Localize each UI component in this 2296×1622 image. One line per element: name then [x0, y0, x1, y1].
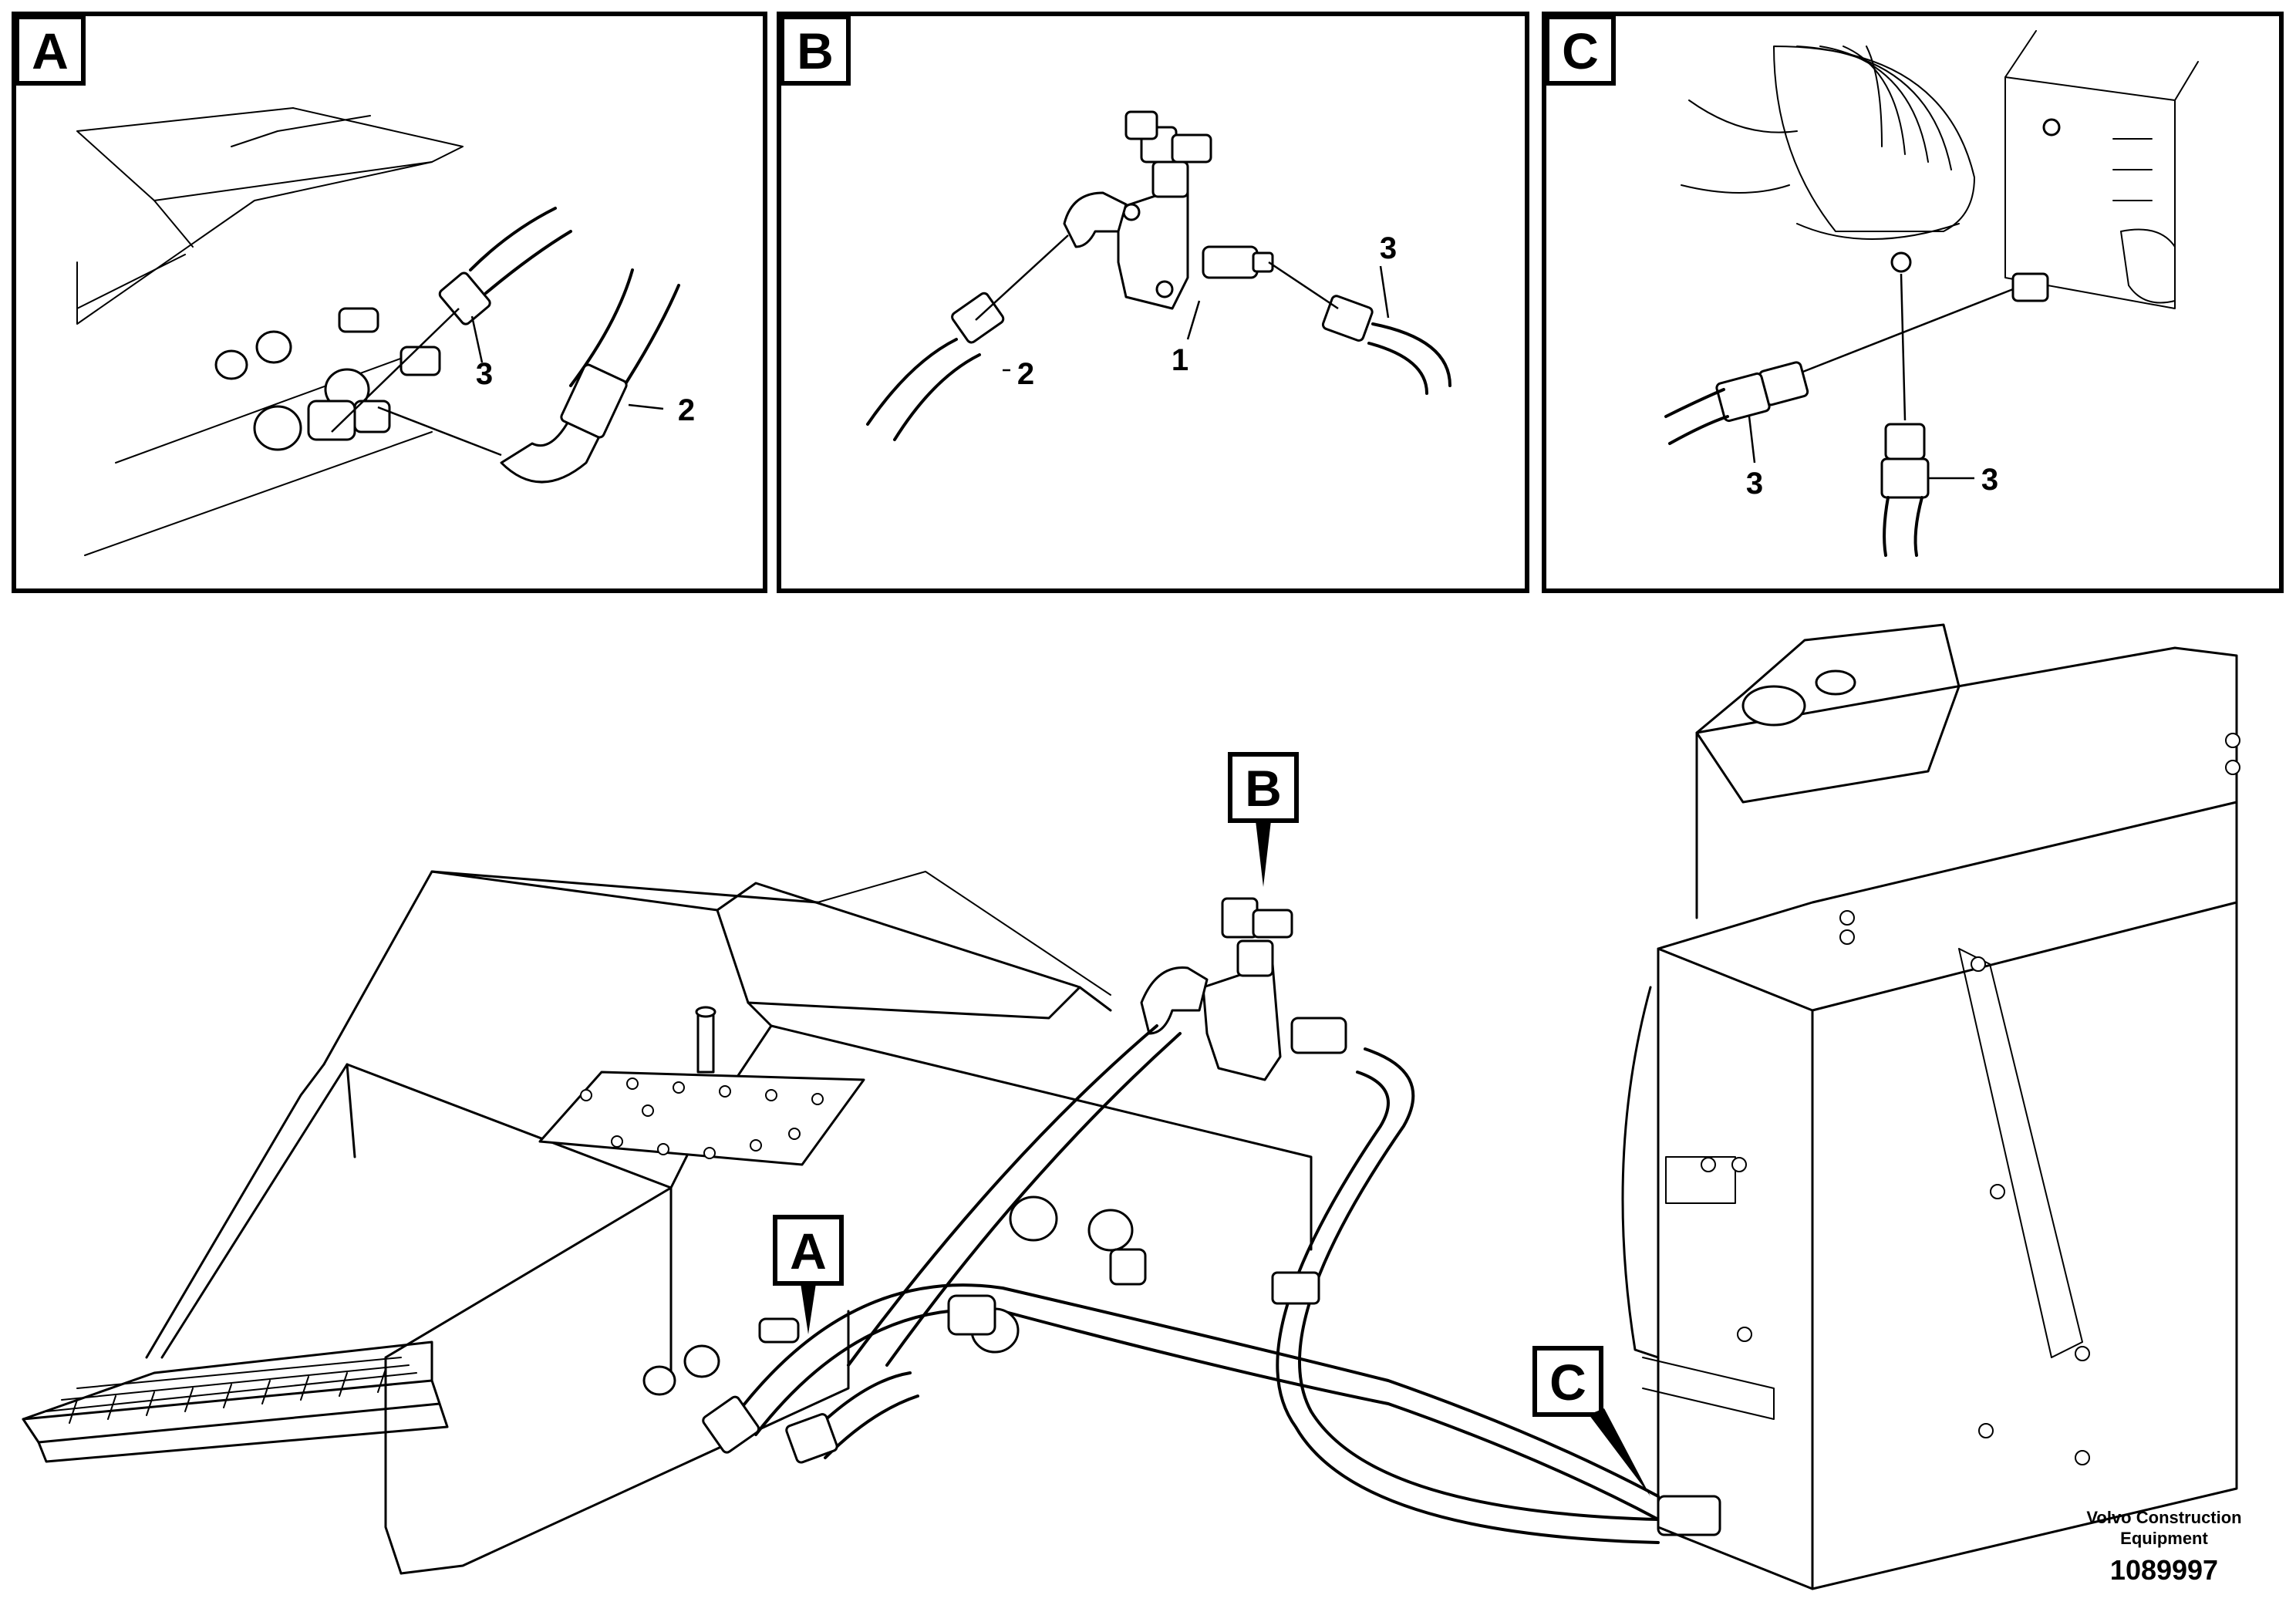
panel-b-callout-2: 2 [1017, 357, 1034, 391]
step-platform [22, 1340, 449, 1463]
panel-a-hose-3 [469, 207, 557, 271]
panel-b-tag-box [780, 15, 851, 86]
panel-a-housing-top [76, 107, 464, 201]
detail-panel-b: B 1 2 3 [777, 12, 1529, 593]
panel-b-callout-3: 3 [1380, 231, 1397, 265]
main-tag-b-pointer [1256, 821, 1271, 887]
drawing-number: 1089997 [2110, 1554, 2218, 1586]
panel-c-hose-down [1883, 496, 1890, 557]
detail-panel-c: C [1542, 12, 2284, 593]
company-line-2: Equipment [2120, 1529, 2208, 1548]
panel-c-tag-box [1545, 15, 1616, 86]
panel-c-hose-left [1664, 388, 1725, 418]
panel-c-port [1890, 251, 1912, 273]
radiator-assembly [1621, 623, 2240, 1590]
panel-b-hose-3 [1371, 322, 1451, 387]
panel-c-fan-guard [1681, 46, 1975, 240]
tank-housing [145, 870, 1313, 1575]
panel-a-callout-2: 2 [678, 393, 695, 427]
panel-c-radiator [2004, 76, 2176, 309]
detail-panel-a: A 3 2 [12, 12, 767, 593]
panel-a-housing-edge [76, 161, 433, 325]
panel-a-frame [12, 12, 767, 593]
panel-a-hose-3-fitting [438, 271, 491, 325]
radiator-hose-fitting [1657, 1495, 1721, 1536]
panel-c-callout-3-right: 3 [1981, 463, 1998, 497]
main-assembly-view: B A C [22, 623, 2240, 1590]
main-callout-c: C [1532, 1346, 1650, 1496]
panel-b-tag: B [797, 22, 834, 79]
panel-a-tag: A [32, 22, 69, 79]
panel-b-hose-2 [866, 338, 958, 426]
main-hoses [702, 1024, 1721, 1544]
panel-a-callout-3: 3 [476, 357, 493, 391]
main-side-fittings [642, 1195, 1147, 1396]
main-tag-c-pointer [1589, 1408, 1650, 1496]
panel-b-side-fitting [1202, 245, 1259, 279]
panel-c-tag: C [1562, 22, 1599, 79]
panel-b-callout-1: 1 [1172, 343, 1188, 377]
main-valve-block [1140, 897, 1347, 1081]
main-tag-c-box [1532, 1346, 1603, 1417]
panel-b-tee-fitting [1124, 110, 1158, 140]
main-tag-a: A [790, 1222, 827, 1280]
main-callout-b: B [1228, 752, 1299, 887]
main-tag-b: B [1245, 760, 1282, 817]
inspection-plate [538, 1071, 865, 1166]
main-callout-a: A [773, 1215, 844, 1334]
main-tag-b-box [1228, 752, 1299, 823]
drawing-footer: Volvo Construction Equipment 1089997 [2086, 1508, 2241, 1586]
main-tag-a-pointer [801, 1283, 816, 1334]
expansion-tank [1695, 623, 1961, 804]
panel-b-elbow [1063, 191, 1128, 248]
panel-a-tag-box [15, 15, 86, 86]
panel-c-callout-3-left: 3 [1746, 467, 1763, 501]
tank-cap [1741, 685, 1806, 727]
company-line-1: Volvo Construction [2086, 1508, 2241, 1527]
dipstick [696, 1009, 715, 1074]
panel-c-hose-down-fitting [1884, 423, 1926, 460]
main-tag-c: C [1549, 1354, 1586, 1411]
panel-b-valve-block [1117, 184, 1189, 310]
